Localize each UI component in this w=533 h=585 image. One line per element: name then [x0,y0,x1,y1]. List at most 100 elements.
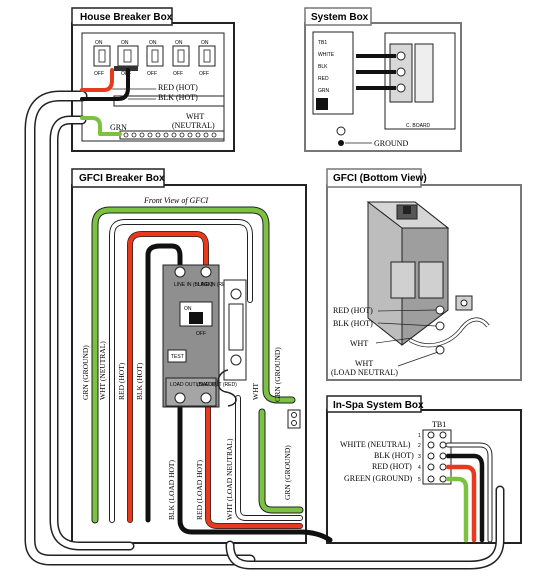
breaker-switch[interactable]: ON OFF [146,40,164,77]
svg-text:BLK: BLK [318,64,328,70]
gfci-blk-load [177,395,333,543]
tb1-row: WHITE (NEUTRAL) 2 [340,440,447,449]
house-neutral-label: (NEUTRAL) [172,121,215,130]
svg-text:GRN: GRN [318,88,330,94]
tb1-row: BLK (HOT) 3 [374,451,447,460]
svg-text:1: 1 [418,433,421,439]
svg-text:ON: ON [121,40,129,46]
load-out-red-screw-icon [200,392,212,404]
house-box-title-tab [71,7,173,26]
tb1-rows: 1 WHITE (NEUTRAL) 2 BLK (HOT) 3 RED (HOT… [340,431,447,483]
svg-text:4: 4 [418,465,421,471]
svg-text:WHITE (NEUTRAL): WHITE (NEUTRAL) [340,440,411,449]
system-box: System Box TB1 WHITE BLK RED GRN C. BOAR… [304,7,462,152]
system-box-title-tab [304,7,372,26]
house-box-title: House Breaker Box [80,12,173,23]
gfci-device: LINE IN (BLACK) LINE IN (RED) ON OFF TES… [162,264,301,429]
svg-text:OFF: OFF [199,71,209,77]
svg-text:TB1: TB1 [318,40,327,46]
breaker-switches: ON OFF ON OFF ON OFF ON [93,40,216,77]
grn-ground-right2-label: GRN (GROUND) [283,445,292,500]
ground-terminal-icon [338,140,344,146]
svg-text:WHITE: WHITE [318,52,335,58]
svg-text:RED (HOT): RED (HOT) [372,462,412,471]
spa-blk-wire [445,453,485,543]
gfci-wire-labels: GRN (GROUND) WHT (NEUTRAL) RED (HOT) BLK… [81,341,292,520]
gfci-bottom-view: GFCI (Bottom View) RED (HOT) BLK (HOT) W… [326,168,522,381]
red-hot-label: RED (HOT) [117,362,126,400]
inspa-box-title: In-Spa System Box [333,400,424,411]
grn-ground-label: GRN (GROUND) [81,345,90,400]
front-view-label: Front View of GFCI [143,196,209,205]
house-grn-label: GRN [110,123,127,132]
svg-text:ON: ON [175,40,183,46]
house-red-hot-label: RED (HOT) [158,83,198,92]
load-out-black-screw-icon [174,392,186,404]
blk-load-hot-label: BLK (LOAD HOT) [167,460,176,520]
bottom-wht-label: WHT [350,339,368,348]
bottom-load-neutral-label: (LOAD NEUTRAL) [331,368,398,377]
svg-text:2: 2 [418,443,421,449]
gfci-box-title: GFCI Breaker Box [79,173,165,184]
inspa-system-box: In-Spa System Box TB1 1 WHITE (NEUTRAL) … [326,395,522,544]
system-box-title: System Box [311,12,369,23]
svg-text:OFF: OFF [173,71,183,77]
svg-text:BLK (HOT): BLK (HOT) [374,451,414,460]
board-label: C. BOARD [406,123,431,129]
svg-text:LOAD OUT (RED): LOAD OUT (RED) [196,382,237,388]
tb1-row: RED (HOT) 4 [372,462,447,471]
breaker-switch[interactable]: ON OFF [114,40,139,77]
svg-text:OFF: OFF [147,71,157,77]
gfci-blk-hot [145,243,183,523]
svg-text:OFF: OFF [94,71,104,77]
gfci-box-title-tab [71,168,165,188]
red-load-hot-label: RED (LOAD HOT) [195,460,204,520]
tb1-row: 1 [418,431,447,439]
bottom-blk-label: BLK (HOT) [333,319,373,328]
house-breaker-box: House Breaker Box ON OFF ON OFF ON [71,7,235,152]
svg-text:ON: ON [184,306,192,312]
spa-red-wire [445,464,477,543]
wht-label: WHT [251,383,260,400]
svg-text:ON: ON [95,40,103,46]
bottom-wht-load-label: WHT [355,359,373,368]
breaker-switch[interactable]: ON OFF [93,40,111,77]
svg-text:LINE IN (BLACK): LINE IN (BLACK) [174,282,213,288]
ground-bar-screws [123,132,217,138]
house-red-wire [80,68,114,92]
house-blk-wire [80,68,130,101]
svg-text:RED: RED [318,76,329,82]
bottom-red-label: RED (HOT) [333,306,373,315]
gfci-bottom-title-tab [326,168,422,188]
svg-text:ON: ON [149,40,157,46]
inspa-box-title-tab [326,395,422,413]
gfci-toggle[interactable] [189,312,203,324]
breaker-switch[interactable]: ON OFF [172,40,190,77]
svg-text:ON: ON [201,40,209,46]
svg-text:LOAD OUT (BLACK): LOAD OUT (BLACK) [170,382,217,388]
svg-text:5: 5 [418,477,421,483]
system-ground-label: GROUND [374,139,408,148]
wires [24,68,505,570]
house-grn-wire [80,116,122,136]
breaker-switch[interactable]: ON OFF [198,40,216,77]
tb1-row: GREEN (GROUND) 5 [344,474,447,483]
system-terminal-block-icon [316,98,328,110]
ground-screw-icon [336,126,346,136]
tb1-label: TB1 [432,420,446,429]
wht-neutral-label: WHT (NEUTRAL) [98,341,107,400]
spa-grn-wire [445,476,469,543]
svg-text:GREEN (GROUND): GREEN (GROUND) [344,474,413,483]
wht-load-neutral-label: WHT (LOAD NEUTRAL) [225,438,234,520]
gfci-test-button[interactable] [167,349,187,363]
gfci-ground-lug [287,409,301,429]
line-in-black-screw-icon [174,266,186,278]
blk-hot-label: BLK (HOT) [135,362,144,400]
house-blk-hot-label: BLK (HOT) [158,93,198,102]
line-in-red-screw-icon [200,266,212,278]
gfci-bottom-title: GFCI (Bottom View) [333,173,427,184]
grn-ground-right-label: GRN (GROUND) [273,347,282,402]
svg-text:3: 3 [418,454,421,460]
svg-text:OFF: OFF [196,331,206,337]
